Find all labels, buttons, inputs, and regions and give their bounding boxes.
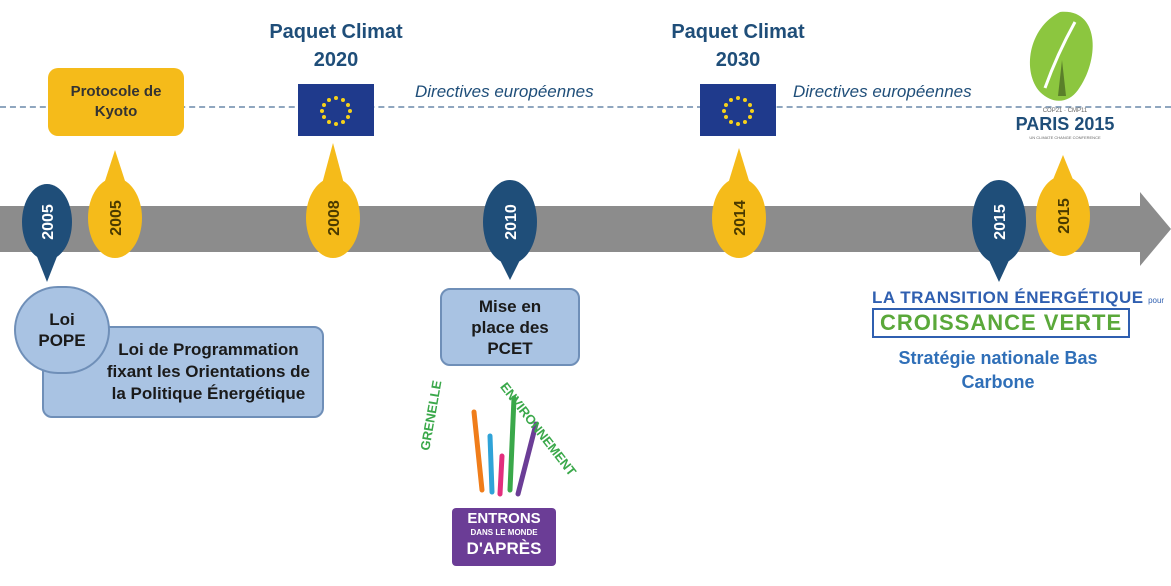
marker-2015-gold: 2015: [1036, 155, 1090, 256]
pcet-box: Mise en place des PCET: [440, 288, 580, 366]
timeline-arrow-head: [1140, 192, 1171, 266]
grenelle-arc-left: GRENELLE: [417, 379, 472, 492]
marker-2005-blue: 2005: [22, 184, 72, 282]
grenelle-logo-strokes: [471, 395, 539, 497]
year-2014: 2014: [732, 200, 749, 236]
grenelle-badge-line1: ENTRONS: [467, 510, 541, 527]
strategie-bas-carbone: Stratégie nationale Bas Carbone: [870, 346, 1126, 394]
directives-dashed-line: [0, 106, 1171, 108]
year-2015-gold: 2015: [1056, 198, 1073, 234]
directives-europeennes-2: Directives européennes: [793, 82, 972, 101]
loi-programmation-label: Loi de Programmation fixant les Orientat…: [106, 340, 310, 403]
cop21-small-text: COP21 · CMP11: [1042, 108, 1088, 114]
marker-2005-gold: 2005: [88, 150, 142, 258]
grenelle-badge-line3: D'APRÈS: [466, 539, 542, 558]
grenelle-badge-line2: DANS LE MONDE: [470, 528, 538, 537]
year-2008: 2008: [326, 200, 343, 236]
cop21-main-text: PARIS 2015: [1015, 114, 1115, 134]
marker-2010-blue: 2010: [483, 180, 537, 280]
cop21-leaf-logo: [1029, 11, 1093, 101]
directives-europeennes-1: Directives européennes: [415, 82, 594, 101]
timeline-arrow-body: [0, 206, 1140, 252]
paquet-2020-line2: 2020: [313, 49, 359, 71]
loi-pope-bubble: Loi POPE: [14, 286, 110, 374]
grenelle-right-text: ENVIRONNEMENT: [497, 379, 580, 479]
paquet-climat-2020: Paquet Climat 2020: [256, 18, 416, 74]
marker-2008-gold: 2008: [306, 143, 360, 258]
year-2015-blue: 2015: [992, 204, 1009, 240]
eu-flag-icon: [700, 84, 776, 136]
eu-stars-icon: [722, 96, 754, 126]
paquet-climat-2030: Paquet Climat 2030: [658, 18, 818, 74]
croissance-verte-text: CROISSANCE VERTE: [872, 308, 1131, 338]
eu-stars-icon: [320, 96, 352, 126]
paquet-2030-line1: Paquet Climat: [671, 21, 805, 43]
grenelle-arc-right: ENVIRONNEMENT: [476, 380, 586, 480]
strategie-label: Stratégie nationale Bas Carbone: [898, 348, 1098, 392]
year-2005-gold: 2005: [108, 200, 125, 236]
cop21-logo: COP21 · CMP11 PARIS 2015 UN CLIMATE CHAN…: [1010, 108, 1120, 140]
eu-flag-icon: [298, 84, 374, 136]
marker-2015-blue: 2015: [972, 180, 1026, 282]
loi-pope-label: Loi POPE: [38, 310, 86, 350]
protocole-kyoto-box: Protocole de Kyoto: [48, 68, 184, 136]
grenelle-badge: ENTRONS DANS LE MONDE D'APRÈS: [452, 508, 556, 566]
pcet-label: Mise en place des PCET: [471, 296, 549, 358]
kyoto-label: Protocole de Kyoto: [70, 83, 162, 120]
paquet-2020-line1: Paquet Climat: [269, 21, 403, 43]
marker-2014-gold: 2014: [712, 148, 766, 258]
paquet-2030-line2: 2030: [715, 49, 761, 71]
cop21-sub-text: UN CLIMATE CHANGE CONFERENCE: [1029, 135, 1101, 140]
year-2005-blue: 2005: [40, 204, 57, 240]
transition-top-text: LA TRANSITION ÉNERGÉTIQUE: [872, 288, 1144, 307]
year-2010: 2010: [503, 204, 520, 240]
